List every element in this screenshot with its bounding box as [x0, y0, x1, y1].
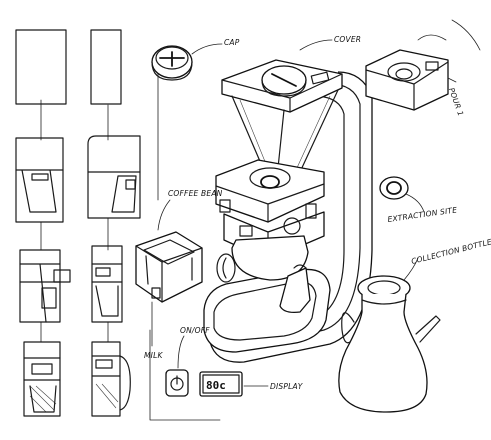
display-unit: 80c	[199, 371, 243, 397]
power-button	[165, 369, 189, 397]
label-collection-bottle: COLLECTION BOTTLE	[410, 237, 491, 266]
step2-left	[15, 137, 64, 223]
construction-lines	[149, 59, 221, 421]
bottle-leader	[403, 257, 419, 281]
label-cap: CAP	[224, 38, 240, 47]
onoff-leader	[177, 335, 185, 369]
cap-sketch	[151, 45, 193, 81]
cover-leader	[299, 39, 333, 51]
label-coffee-bean: COFFEE BEAN	[168, 189, 223, 198]
label-pour: POUR 1	[447, 87, 466, 118]
step3-left	[19, 249, 71, 323]
extraction-leader	[405, 193, 425, 213]
coffee-bean-leader	[157, 199, 171, 231]
step3-right	[91, 245, 123, 323]
collection-bottle	[338, 275, 441, 413]
step1-box-right	[90, 29, 122, 105]
label-cover: COVER	[334, 35, 361, 44]
pour-detail	[365, 49, 449, 111]
cap-leader	[191, 43, 223, 55]
step2-right	[87, 135, 141, 219]
display-readout: 80c	[206, 379, 226, 392]
assembly-steps	[15, 29, 141, 417]
hand-sketch-lines	[417, 19, 481, 51]
label-on-off: ON/OFF	[180, 326, 210, 335]
step4-right	[91, 341, 131, 417]
coffee-bean-container	[135, 231, 203, 303]
extraction-site	[379, 176, 409, 200]
step1-box-left	[15, 29, 67, 105]
pour-leader	[447, 77, 457, 83]
step4-left	[23, 341, 61, 417]
label-display: DISPLAY	[270, 382, 304, 391]
main-machine	[203, 59, 373, 363]
label-milk: MILK	[144, 351, 163, 360]
